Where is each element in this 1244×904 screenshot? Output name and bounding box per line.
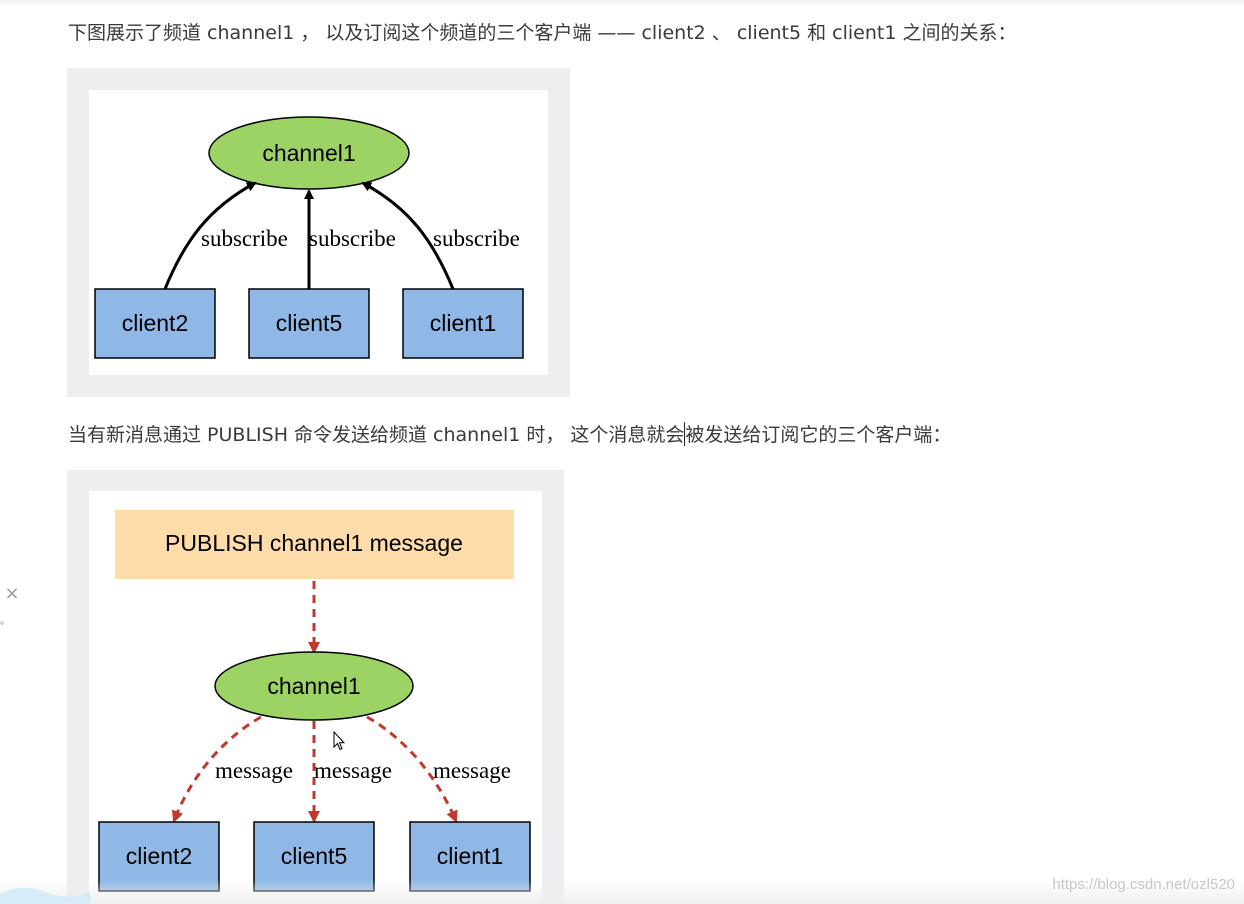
client-node-label: client1 <box>430 310 496 336</box>
subscribe-edge-client1 <box>361 181 455 290</box>
client-node-label: client2 <box>122 310 188 336</box>
mouse-pointer-icon <box>333 731 345 751</box>
channel-node-label: channel1 <box>262 140 355 166</box>
client-node-label: client1 <box>437 843 503 869</box>
message-edge-client2 <box>171 715 262 823</box>
wave-decoration <box>0 887 90 904</box>
publish-diagram-figure: PUBLISH channel1 message channel1 messag… <box>67 470 564 904</box>
subscribe-edge-client2 <box>163 181 257 290</box>
subscribe-diagram-figure: channel1 subscribe subscribe subscribe c… <box>67 68 570 397</box>
message-edge-label-3: message <box>433 758 511 783</box>
message-edge-client1 <box>366 715 458 823</box>
subscribe-edge-label-1: subscribe <box>201 226 288 251</box>
publish-diagram-svg: PUBLISH channel1 message channel1 messag… <box>98 510 531 892</box>
channel-node <box>214 651 414 721</box>
client-node-client2 <box>98 821 220 892</box>
client-node-client5 <box>248 288 370 359</box>
client-node-client2 <box>94 288 216 359</box>
subscribe-diagram-svg: channel1 subscribe subscribe subscribe c… <box>94 116 524 359</box>
subscribe-diagram-canvas: channel1 subscribe subscribe subscribe c… <box>89 90 548 375</box>
side-glyph: 。 <box>0 616 10 627</box>
client-node-label: client5 <box>276 310 342 336</box>
close-icon[interactable]: × <box>4 583 20 604</box>
client-node-client1 <box>402 288 524 359</box>
channel-node-label: channel1 <box>267 673 360 699</box>
publish-diagram-canvas: PUBLISH channel1 message channel1 messag… <box>89 491 542 904</box>
message-edge-label-2: message <box>314 758 392 783</box>
text-caret <box>684 422 686 446</box>
publish-command-label: PUBLISH channel1 message <box>165 530 463 556</box>
client-node-label: client5 <box>281 843 347 869</box>
publish-command-node <box>115 510 514 579</box>
subscribe-edge-label-2: subscribe <box>309 226 396 251</box>
watermark: https://blog.csdn.net/ozl520 <box>1052 876 1235 893</box>
intro-paragraph: 下图展示了频道 channel1 ， 以及订阅这个频道的三个客户端 —— cli… <box>68 20 1017 46</box>
subscribe-edge-label-3: subscribe <box>433 226 520 251</box>
intro-text: 下图展示了频道 channel1 ， 以及订阅这个频道的三个客户端 —— cli… <box>68 22 1017 44</box>
client-node-label: client2 <box>126 843 192 869</box>
top-shade <box>0 0 1244 6</box>
publish-text-before: 当有新消息通过 PUBLISH 命令发送给频道 channel1 时， 这个消息… <box>68 424 685 446</box>
publish-paragraph: 当有新消息通过 PUBLISH 命令发送给频道 channel1 时， 这个消息… <box>68 422 951 448</box>
message-edge-label-1: message <box>215 758 293 783</box>
publish-text-after: 被发送给订阅它的三个客户端： <box>685 424 952 446</box>
